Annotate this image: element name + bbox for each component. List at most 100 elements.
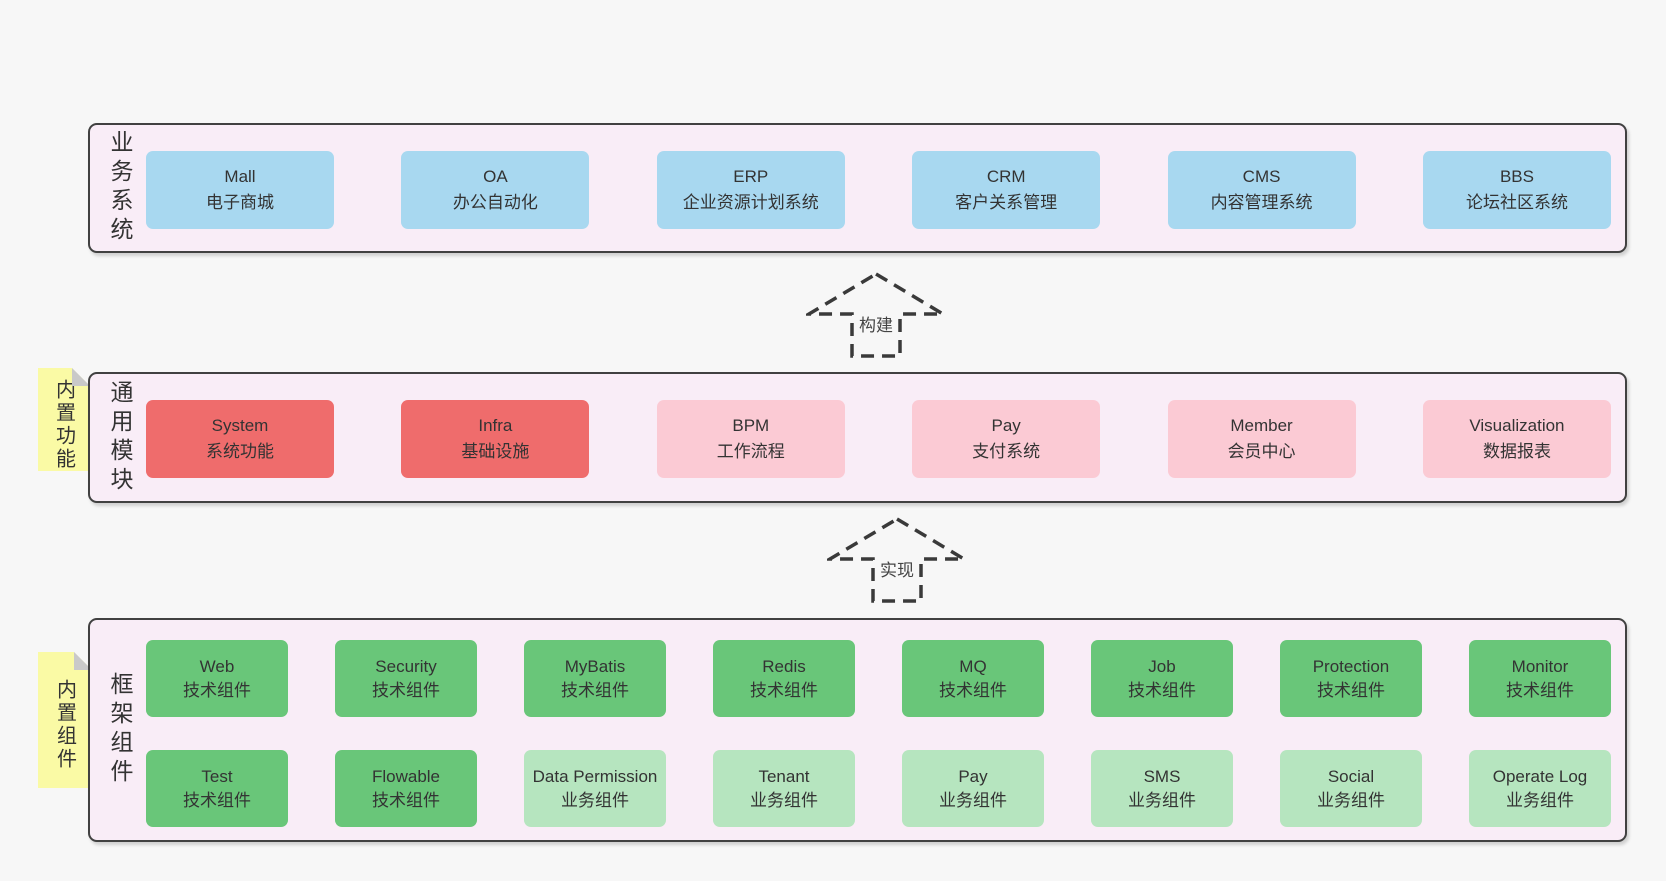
box-title: Job [1148, 656, 1176, 676]
box-subtitle: 数据报表 [1482, 442, 1551, 461]
box-pay: Pay 支付系统 [912, 400, 1101, 478]
box-subtitle: 客户关系管理 [955, 193, 1058, 212]
box-system: System 系统功能 [146, 400, 334, 478]
box-title: Redis [762, 656, 806, 676]
box-crm: CRM 客户关系管理 [912, 151, 1101, 229]
box-subtitle: 技术组件 [561, 680, 629, 700]
box-subtitle: 会员中心 [1227, 442, 1296, 461]
band-common-modules: 通用模块 System 系统功能 Infra 基础设施 BPM 工作流程 Pay… [88, 372, 1627, 503]
box-web: Web 技术组件 [146, 640, 288, 717]
box-mybatis: MyBatis 技术组件 [524, 640, 666, 717]
box-bpm: BPM 工作流程 [656, 400, 845, 478]
box-title: CMS [1242, 167, 1281, 186]
box-title: Pay [991, 416, 1021, 435]
box-operate-log: Operate Log 业务组件 [1469, 750, 1611, 827]
box-pay-component: Pay 业务组件 [902, 750, 1044, 827]
box-title: Data Permission [532, 766, 658, 786]
box-subtitle: 企业资源计划系统 [682, 193, 819, 212]
box-subtitle: 技术组件 [183, 680, 251, 700]
implement-arrow: 实现 [827, 516, 967, 604]
box-test: Test 技术组件 [146, 750, 288, 827]
builtin-components-note-text: 内置组件 [53, 679, 76, 771]
box-subtitle: 办公自动化 [452, 193, 538, 212]
box-job: Job 技术组件 [1091, 640, 1233, 717]
common-modules-row: System 系统功能 Infra 基础设施 BPM 工作流程 Pay 支付系统… [146, 400, 1611, 478]
box-title: BPM [732, 416, 770, 435]
box-title: Social [1327, 766, 1375, 786]
box-subtitle: 技术组件 [372, 790, 440, 810]
box-subtitle: 业务组件 [561, 790, 629, 810]
box-subtitle: 技术组件 [1317, 680, 1385, 700]
box-subtitle: 技术组件 [1506, 680, 1574, 700]
box-subtitle: 技术组件 [750, 680, 818, 700]
box-subtitle: 系统功能 [206, 442, 274, 461]
box-title: System [211, 416, 269, 435]
build-arrow-label: 构建 [856, 311, 896, 336]
box-subtitle: 技术组件 [939, 680, 1007, 700]
box-title: Visualization [1469, 416, 1565, 435]
box-infra: Infra 基础设施 [401, 400, 590, 478]
up-arrow-outline [806, 271, 946, 358]
box-title: Member [1230, 416, 1293, 435]
box-subtitle: 技术组件 [183, 790, 251, 810]
box-erp: ERP 企业资源计划系统 [656, 151, 845, 229]
box-title: Monitor [1511, 656, 1569, 676]
implement-arrow-label: 实现 [877, 556, 917, 581]
framework-components-row-1: Web 技术组件 Security 技术组件 MyBatis 技术组件 Redi… [146, 640, 1611, 717]
framework-components-row-2: Test 技术组件 Flowable 技术组件 Data Permission … [146, 750, 1611, 827]
box-member: Member 会员中心 [1167, 400, 1356, 478]
box-subtitle: 业务组件 [1128, 790, 1196, 810]
box-subtitle: 电子商城 [206, 193, 274, 212]
box-sms: SMS 业务组件 [1091, 750, 1233, 827]
box-subtitle: 基础设施 [461, 442, 530, 461]
box-cms: CMS 内容管理系统 [1167, 151, 1356, 229]
box-title: Operate Log [1492, 766, 1588, 786]
box-subtitle: 业务组件 [939, 790, 1007, 810]
box-title: Mall [224, 167, 256, 186]
box-title: Flowable [371, 766, 441, 786]
box-flowable: Flowable 技术组件 [335, 750, 477, 827]
box-title: MyBatis [564, 656, 626, 676]
box-subtitle: 技术组件 [1128, 680, 1196, 700]
common-modules-label: 通用模块 [107, 379, 133, 496]
box-title: CRM [986, 167, 1026, 186]
box-subtitle: 内容管理系统 [1210, 193, 1313, 212]
box-visualization: Visualization 数据报表 [1422, 400, 1611, 478]
framework-components-label: 框架组件 [107, 672, 133, 788]
box-title: BBS [1499, 167, 1534, 186]
box-subtitle: 工作流程 [716, 442, 785, 461]
box-protection: Protection 技术组件 [1280, 640, 1422, 717]
note-paper: 内置组件 [38, 652, 92, 788]
box-oa: OA 办公自动化 [401, 151, 590, 229]
box-title: Test [201, 766, 233, 786]
builtin-components-note: 内置组件 [38, 652, 92, 788]
builtin-features-note: 内置功能 [38, 368, 90, 471]
box-title: OA [483, 167, 508, 186]
box-subtitle: 业务组件 [1506, 790, 1574, 810]
box-title: Infra [478, 416, 513, 435]
build-arrow: 构建 [806, 271, 946, 359]
box-title: Protection [1312, 656, 1390, 676]
box-mall: Mall 电子商城 [146, 151, 334, 229]
box-mq: MQ 技术组件 [902, 640, 1044, 717]
box-data-permission: Data Permission 业务组件 [524, 750, 666, 827]
box-redis: Redis 技术组件 [713, 640, 855, 717]
box-subtitle: 业务组件 [1317, 790, 1385, 810]
box-tenant: Tenant 业务组件 [713, 750, 855, 827]
business-systems-row: Mall 电子商城 OA 办公自动化 ERP 企业资源计划系统 CRM 客户关系… [146, 151, 1611, 229]
business-systems-label: 业务系统 [107, 130, 133, 246]
box-subtitle: 支付系统 [972, 442, 1041, 461]
band-framework-components: 框架组件 Web 技术组件 Security 技术组件 MyBatis 技术组件… [88, 618, 1627, 842]
band-business-systems: 业务系统 Mall 电子商城 OA 办公自动化 ERP 企业资源计划系统 CRM… [88, 123, 1627, 253]
box-title: ERP [733, 167, 769, 186]
box-social: Social 业务组件 [1280, 750, 1422, 827]
box-subtitle: 技术组件 [372, 680, 440, 700]
builtin-features-note-text: 内置功能 [52, 378, 75, 471]
box-title: SMS [1143, 766, 1181, 786]
box-subtitle: 业务组件 [750, 790, 818, 810]
box-title: Pay [958, 766, 988, 786]
up-arrow-outline [827, 516, 967, 603]
box-subtitle: 论坛社区系统 [1465, 193, 1568, 212]
box-bbs: BBS 论坛社区系统 [1422, 151, 1611, 229]
box-security: Security 技术组件 [335, 640, 477, 717]
